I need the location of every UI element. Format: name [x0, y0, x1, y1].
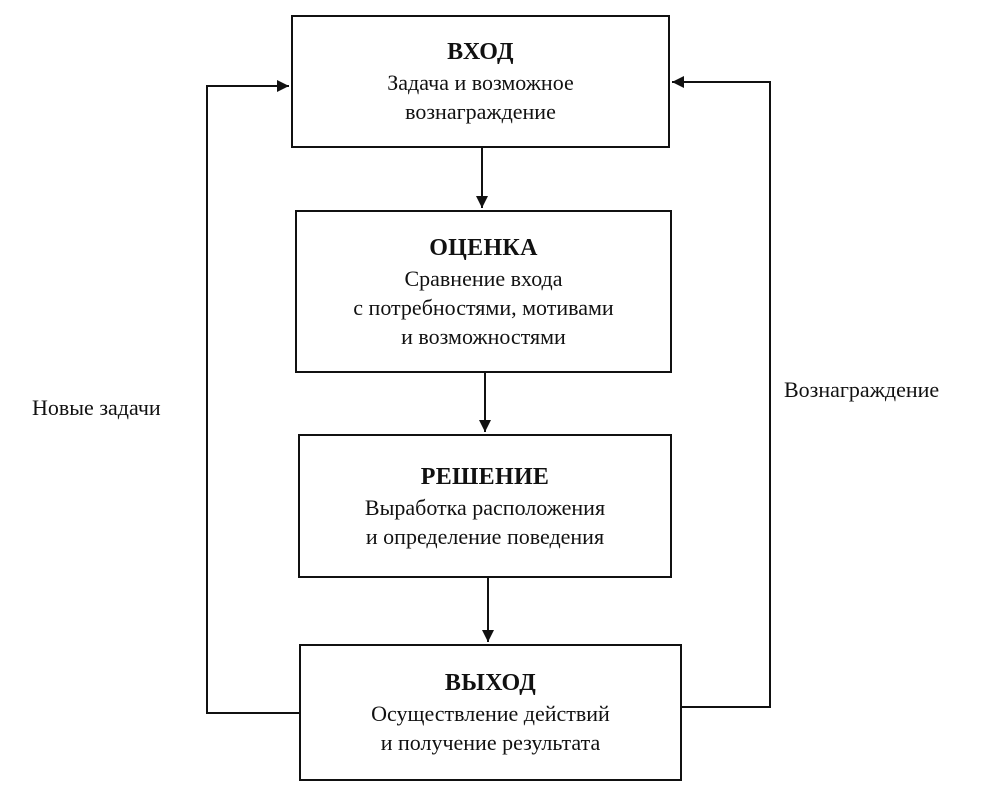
node-output-title: ВЫХОД: [444, 670, 537, 696]
node-decision-line-2: и определение поведения: [365, 523, 605, 549]
node-decision-title: РЕШЕНИЕ: [420, 463, 550, 490]
node-input-line-1: Задача и возможное: [387, 70, 574, 95]
node-decision: РЕШЕНИЕ Выработка расположения и определ…: [298, 434, 672, 578]
feedback-loop-new-tasks: [206, 80, 299, 714]
node-evaluate-line-2: с потребностями, мотивами: [353, 294, 614, 320]
node-evaluate-line-3: и возможностями: [401, 323, 566, 349]
node-input: ВХОД Задача и возможное вознаграждение: [291, 15, 670, 148]
feedback-loop-reward: [672, 76, 771, 708]
node-input-line-2: вознаграждение: [405, 99, 556, 124]
node-decision-line-1: Выработка расположения: [364, 494, 606, 520]
node-evaluate-title: ОЦЕНКА: [429, 234, 538, 261]
node-output-line-1: Осуществление действий: [371, 701, 610, 726]
node-input-title: ВХОД: [447, 39, 514, 65]
node-output-line-2: и получение результата: [380, 730, 601, 755]
node-output: ВЫХОД Осуществление действий и получение…: [299, 644, 682, 781]
node-evaluate: ОЦЕНКА Сравнение входа с потребностями, …: [295, 210, 672, 373]
feedback-label-reward: Вознаграждение: [784, 377, 940, 402]
feedback-label-new-tasks: Новые задачи: [32, 395, 161, 420]
node-evaluate-line-1: Сравнение входа: [404, 265, 563, 291]
